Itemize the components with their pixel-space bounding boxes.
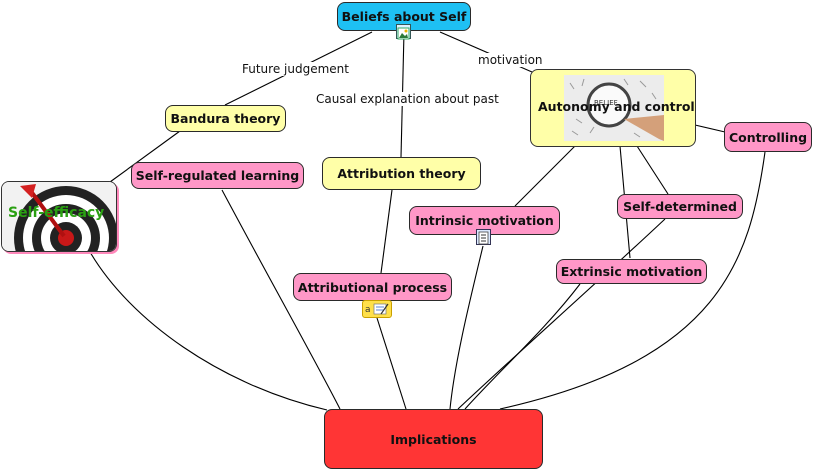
node-attribution-theory[interactable]: Attribution theory — [322, 157, 481, 190]
link-autonomy-intrinsic — [514, 145, 576, 207]
link-attributional-implications — [376, 317, 407, 410]
node-implications-label: Implications — [390, 431, 477, 447]
node-self-efficacy[interactable]: Self-efficacy — [1, 181, 117, 252]
document-icon[interactable] — [476, 229, 491, 245]
node-autonomy-and-control[interactable]: BELIEF Autonomy and control — [530, 69, 696, 147]
link-intrinsic-implications — [449, 245, 484, 410]
link-label-causal-explanation: Causal explanation about past — [314, 92, 501, 106]
link-attribution-process — [380, 189, 393, 274]
link-label-motivation: motivation — [476, 53, 545, 67]
node-self-determined[interactable]: Self-determined — [617, 194, 743, 219]
node-intrinsic-motivation-label: Intrinsic motivation — [415, 213, 554, 228]
node-bandura-theory[interactable]: Bandura theory — [165, 105, 286, 132]
node-attributional-process[interactable]: Attributional process — [293, 273, 452, 301]
node-self-regulated-learning-label: Self-regulated learning — [135, 168, 300, 183]
node-beliefs-about-self-label: Beliefs about Self — [341, 9, 467, 24]
image-icon[interactable] — [396, 24, 411, 40]
link-selfregulated-implications — [221, 189, 341, 410]
link-controlling-implications — [499, 151, 766, 410]
link-autonomy-selfdetermined — [636, 145, 669, 195]
node-beliefs-about-self[interactable]: Beliefs about Self — [337, 2, 471, 31]
node-extrinsic-motivation[interactable]: Extrinsic motivation — [556, 259, 707, 284]
node-self-determined-label: Self-determined — [623, 199, 737, 214]
node-controlling[interactable]: Controlling — [724, 122, 812, 152]
node-autonomy-and-control-label: Autonomy and control — [538, 99, 695, 114]
node-extrinsic-motivation-label: Extrinsic motivation — [560, 264, 703, 279]
node-controlling-label: Controlling — [728, 129, 808, 145]
link-autonomy-controlling — [694, 124, 726, 133]
link-extrinsic-implications — [464, 283, 581, 410]
node-implications[interactable]: Implications — [324, 409, 543, 469]
note-icon[interactable]: a — [362, 300, 392, 318]
magnifier-photo-icon: BELIEF — [564, 75, 664, 141]
autonomy-photo-text: BELIEF — [594, 99, 618, 107]
node-self-regulated-learning[interactable]: Self-regulated learning — [131, 162, 304, 189]
target-dart-icon — [2, 182, 116, 251]
link-label-future-judgement: Future judgement — [240, 62, 351, 76]
node-bandura-theory-label: Bandura theory — [170, 111, 281, 126]
link-selfdetermined-implications — [457, 218, 666, 410]
link-selfefficacy-implications — [89, 251, 328, 411]
node-attribution-theory-label: Attribution theory — [337, 166, 466, 181]
node-self-efficacy-label: Self-efficacy — [8, 205, 105, 221]
link-bandura-selfefficacy — [109, 130, 181, 183]
svg-text:a: a — [365, 305, 371, 315]
node-attributional-process-label: Attributional process — [297, 279, 448, 295]
